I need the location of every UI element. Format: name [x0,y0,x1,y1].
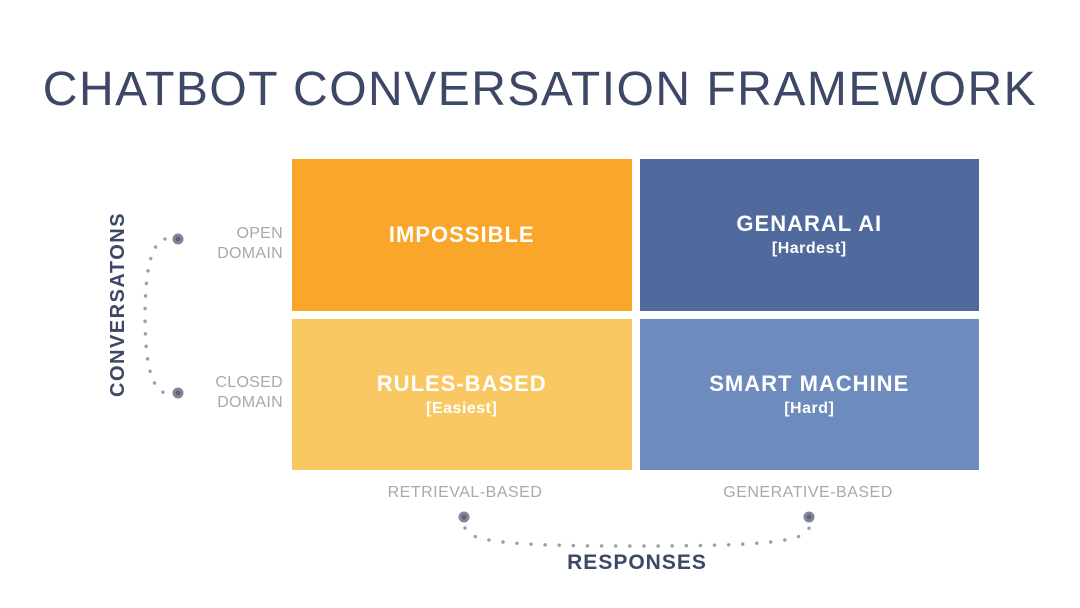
quadrant-smart-machine-sublabel: [Hard] [784,399,835,417]
quadrant-rules-based: RULES-BASED [Easiest] [292,318,632,470]
y-axis-tick-open-domain: OPEN DOMAIN [217,225,283,262]
closed-domain-dot-core [175,390,181,396]
quadrant-general-ai: GENARAL AI [Hardest] [639,159,979,311]
x-axis-dotted-curve [463,526,811,548]
quadrant-smart-machine: SMART MACHINE [Hard] [639,318,979,470]
y-axis-dotted-connector [143,233,184,399]
page-title: CHATBOT CONVERSATION FRAMEWORK [42,63,1038,116]
x-axis-label: RESPONSES [567,551,707,574]
quadrant-rules-based-sublabel: [Easiest] [426,399,498,417]
quadrant-general-ai-sublabel: [Hardest] [771,240,847,258]
retrieval-based-dot-core [461,514,467,520]
quadrant-grid: IMPOSSIBLE GENARAL AI [Hardest] RULES-BA… [292,159,979,470]
y-axis-tick-closed-domain: CLOSED DOMAIN [215,374,283,411]
quadrant-rules-based-label: RULES-BASED [376,370,547,396]
x-axis-tick-generative-based: GENERATIVE-BASED [723,484,893,501]
x-axis-tick-retrieval-based: RETRIEVAL-BASED [387,484,543,501]
generative-based-dot-core [806,514,812,520]
quadrant-general-ai-label: GENARAL AI [736,211,883,237]
x-axis-dotted-connector [458,511,815,548]
quadrant-impossible: IMPOSSIBLE [292,159,632,311]
open-domain-dot-core [175,236,181,242]
quadrant-impossible-label: IMPOSSIBLE [388,221,535,247]
quadrant-smart-machine-label: SMART MACHINE [709,370,910,396]
y-axis-dotted-curve [143,237,167,395]
